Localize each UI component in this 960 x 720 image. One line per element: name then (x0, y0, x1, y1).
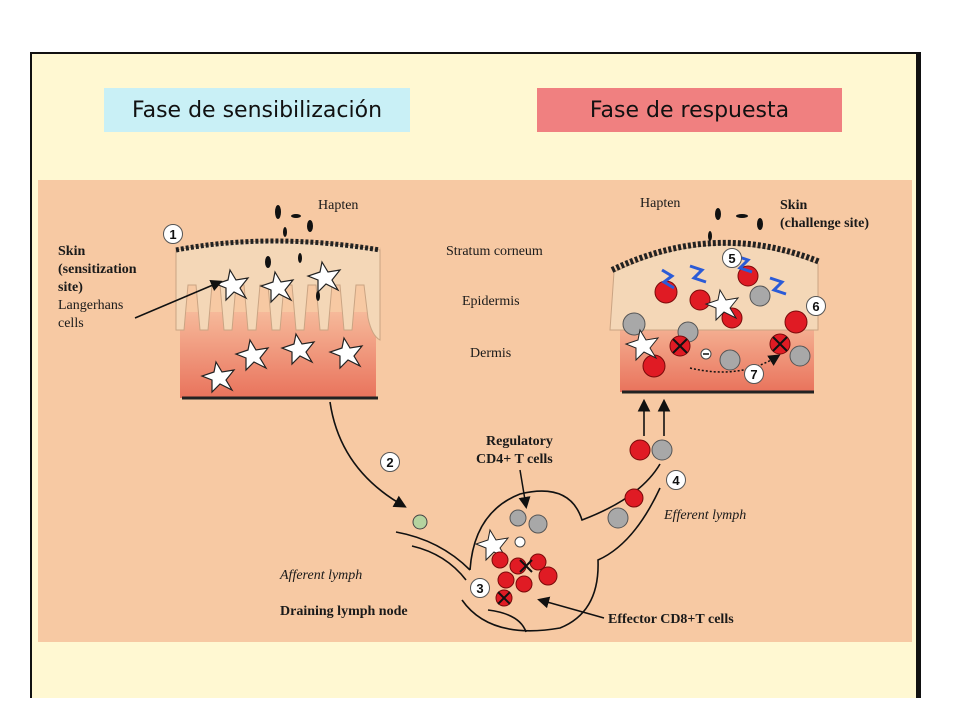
label-skin-sens-1: Skin (58, 244, 86, 259)
regulatory-cell (749, 285, 771, 307)
label-hapten-left: Hapten (318, 198, 359, 213)
effector-cell (538, 566, 558, 586)
effector-cell (491, 551, 509, 569)
step-5-marker: 5 (722, 248, 742, 268)
step-2-marker: 2 (380, 452, 400, 472)
slide-border-right (918, 52, 921, 698)
effector-cell (629, 439, 651, 461)
label-efferent-lymph: Efferent lymph (664, 508, 747, 523)
langerhans-cell (234, 338, 270, 372)
regulatory-cell (528, 514, 548, 534)
step-3-marker: 3 (470, 578, 490, 598)
right-hapten-particles (708, 208, 763, 241)
title-response-phase: Fase de respuesta (537, 88, 842, 132)
right-stratum-corneum (610, 239, 822, 273)
langerhans-cell (259, 270, 295, 304)
label-skin-challenge-2: (challenge site) (780, 216, 870, 231)
left-langerhans-cells (200, 260, 364, 394)
label-langerhans-1: Langerhans (58, 298, 124, 313)
langerhans-pointer-arrow (134, 279, 223, 319)
effector-cell (624, 488, 644, 508)
step-4-marker: 4 (666, 470, 686, 490)
langerhans-cell (200, 360, 236, 394)
step-7-marker: 7 (744, 364, 764, 384)
effector-cell (497, 571, 515, 589)
left-hapten-particles (265, 205, 320, 301)
cytotoxic-signal (689, 264, 707, 284)
label-effector-cd8: Effector CD8+T cells (608, 612, 734, 627)
title-sensitization-phase: Fase de sensibilización (104, 88, 410, 132)
regulatory-cell (651, 439, 673, 461)
label-hapten-right: Hapten (640, 196, 681, 211)
lymph-node-outline (395, 463, 661, 633)
step-6-marker: 6 (806, 296, 826, 316)
cytotoxic-signal (661, 268, 675, 290)
regulatory-cell (719, 349, 741, 371)
regulatory-cell (622, 312, 646, 336)
step-1-marker: 1 (163, 224, 183, 244)
label-draining-lymph-node: Draining lymph node (280, 604, 408, 619)
arrow-skin-to-node (329, 401, 407, 508)
effector-cell (509, 557, 527, 575)
label-langerhans-2: cells (58, 316, 84, 331)
langerhans-cell (624, 328, 660, 362)
effector-cell (737, 265, 759, 287)
label-skin-sens-2: (sensitization (58, 262, 137, 277)
langerhans-cell (328, 336, 364, 370)
label-epidermis: Epidermis (462, 294, 520, 309)
label-stratum-corneum: Stratum corneum (446, 244, 543, 259)
langerhans-cell (280, 332, 316, 366)
label-skin-sens-3: site) (58, 280, 83, 295)
regulatory-cell (607, 507, 629, 529)
label-dermis: Dermis (470, 346, 512, 361)
cytotoxic-signal (769, 276, 787, 296)
langerhans-cell (704, 288, 740, 322)
langerhans-cell (306, 260, 342, 294)
regulatory-cell (509, 509, 527, 527)
effector-cell (642, 354, 666, 378)
cytotoxic-signal (735, 254, 753, 274)
label-skin-challenge-1: Skin (780, 198, 808, 213)
effector-cell (689, 289, 711, 311)
right-cells (622, 254, 811, 378)
effector-pointer-arrow (537, 596, 605, 619)
label-afferent-lymph: Afferent lymph (280, 568, 363, 583)
right-skin-block (609, 239, 822, 394)
regulatory-pointer-arrow (518, 469, 531, 509)
efferent-lymph-cells (607, 439, 673, 529)
antigen-presenting-cell (412, 514, 428, 530)
regulatory-cell (789, 345, 811, 367)
lymph-node-cells (412, 509, 558, 607)
effector-cell (784, 310, 808, 334)
effector-cell (515, 575, 533, 593)
label-regulatory-1: Regulatory (486, 434, 553, 449)
label-regulatory-2: CD4+ T cells (476, 452, 553, 467)
